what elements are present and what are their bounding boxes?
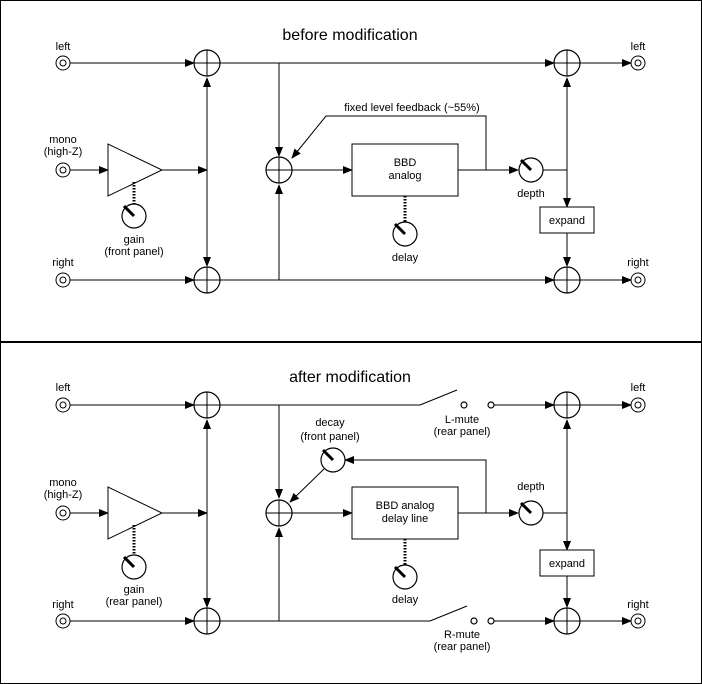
bbd-label: BBD analog (376, 500, 435, 512)
jack-icon (630, 397, 646, 413)
bbd-label: BBD (394, 157, 417, 169)
decay-knob-icon[interactable] (320, 447, 346, 473)
input-mono-sublabel: (high-Z) (44, 146, 83, 158)
jack-icon (55, 55, 71, 71)
input-left-label: left (56, 382, 71, 394)
expand-box (539, 549, 595, 577)
output-right-label: right (627, 257, 648, 269)
expand-box (539, 206, 595, 234)
summing-junction-icon (193, 607, 221, 635)
r-mute-switch-icon[interactable] (429, 605, 468, 622)
l-mute-label: L-mute (445, 414, 479, 426)
summing-junction-icon (193, 391, 221, 419)
input-left-label: left (56, 41, 71, 53)
summing-junction-icon (553, 49, 581, 77)
output-right-label: right (627, 599, 648, 611)
depth-label: depth (517, 481, 545, 493)
jack-icon (55, 397, 71, 413)
delay-label: delay (392, 252, 419, 264)
l-mute-switch-icon[interactable] (419, 389, 458, 406)
delay-knob-icon[interactable] (392, 221, 418, 247)
expand-label: expand (549, 558, 585, 570)
jack-icon (630, 55, 646, 71)
gain-sublabel: (front panel) (104, 246, 163, 258)
jack-icon (630, 613, 646, 629)
depth-knob-icon[interactable] (518, 500, 544, 526)
bbd-box (351, 143, 459, 197)
bbd-sublabel: delay line (382, 513, 428, 525)
summing-junction-icon (193, 49, 221, 77)
r-mute-sublabel: (rear panel) (434, 641, 491, 653)
r-mute-label: R-mute (444, 629, 480, 641)
l-mute-sublabel: (rear panel) (434, 426, 491, 438)
jack-icon (55, 613, 71, 629)
input-mono-sublabel: (high-Z) (44, 489, 83, 501)
delay-label: delay (392, 594, 419, 606)
summing-junction-icon (553, 607, 581, 635)
after-panel: after modification left mono (high-Z) ri… (44, 369, 649, 653)
jack-icon (55, 272, 71, 288)
gain-label: gain (124, 584, 145, 596)
after-title: after modification (289, 369, 411, 386)
gain-knob-icon[interactable] (121, 203, 147, 229)
depth-knob-icon[interactable] (518, 157, 544, 183)
summing-junction-icon (265, 499, 293, 527)
decay-sublabel: (front panel) (300, 431, 359, 443)
delay-knob-icon[interactable] (392, 564, 418, 590)
input-mono-label: mono (49, 477, 77, 489)
gain-label: gain (124, 234, 145, 246)
expand-label: expand (549, 215, 585, 227)
summing-junction-icon (553, 266, 581, 294)
input-mono-label: mono (49, 134, 77, 146)
before-panel: before modification left mono (high-Z) r… (44, 27, 649, 294)
output-left-label: left (631, 382, 646, 394)
jack-icon (630, 272, 646, 288)
output-left-label: left (631, 41, 646, 53)
before-panel-frame (0, 0, 702, 342)
depth-label: depth (517, 188, 545, 200)
gain-sublabel: (rear panel) (106, 596, 163, 608)
feedback-label: fixed level feedback (~55%) (344, 102, 479, 114)
jack-icon (55, 162, 71, 178)
bbd-sublabel: analog (388, 170, 421, 182)
summing-junction-icon (553, 391, 581, 419)
summing-junction-icon (265, 156, 293, 184)
bbd-box (351, 486, 459, 540)
input-right-label: right (52, 599, 73, 611)
decay-label: decay (315, 417, 345, 429)
jack-icon (55, 505, 71, 521)
before-title: before modification (282, 27, 417, 44)
gain-knob-icon[interactable] (121, 554, 147, 580)
summing-junction-icon (193, 266, 221, 294)
input-right-label: right (52, 257, 73, 269)
